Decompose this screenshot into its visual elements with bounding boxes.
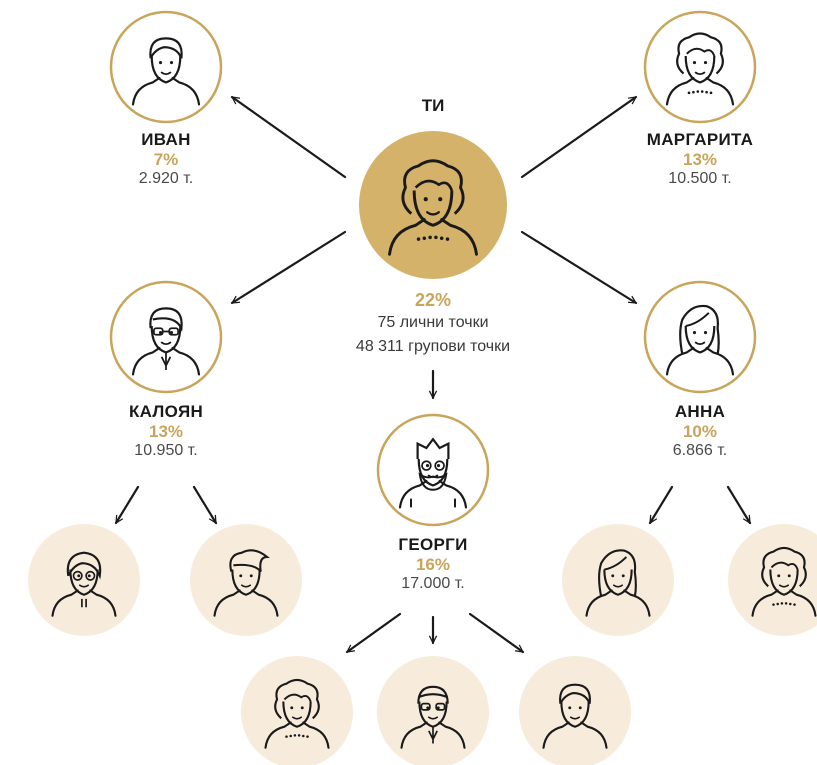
you-stats: 22% 75 лични точки 48 311 групови точки <box>356 290 510 359</box>
arrow-to-margarita <box>520 95 636 179</box>
man-with-glasses-icon <box>131 307 201 376</box>
quiff-man-icon <box>213 549 279 617</box>
member-georgi-label: ГЕОРГИ 16% 17.000 т. <box>398 535 467 593</box>
avatar-ring <box>643 280 757 394</box>
member-points: 6.866 т. <box>672 442 728 459</box>
member-name: МАРГАРИТА <box>646 130 754 149</box>
sub-member-georgi-2 <box>377 656 489 765</box>
member-margarita-label: МАРГАРИТА 13% 10.500 т. <box>647 130 753 188</box>
curly-hair-woman-icon <box>264 678 330 749</box>
curly-hair-woman-icon <box>388 159 478 256</box>
arrow-kaloyan-right <box>192 485 218 523</box>
avatar-circle <box>562 524 674 636</box>
member-name: АННА <box>674 402 726 421</box>
sub-member-anna-2 <box>728 524 817 636</box>
sub-member-georgi-1 <box>241 656 353 765</box>
member-name: КАЛОЯН <box>128 402 204 421</box>
arrow-to-kaloyan <box>232 230 347 305</box>
member-points: 10.950 т. <box>134 442 198 459</box>
arrow-georgi-right <box>468 612 523 654</box>
member-percent: 10% <box>682 422 718 441</box>
man-icon <box>542 683 608 749</box>
avatar-ring <box>643 10 757 124</box>
member-percent: 16% <box>415 555 451 574</box>
curly-hair-woman-icon <box>751 546 817 617</box>
arrow-kaloyan-left <box>114 485 140 523</box>
member-margarita-avatar <box>643 10 757 124</box>
sub-member-anna-1 <box>562 524 674 636</box>
avatar-circle <box>359 131 507 279</box>
avatar-circle <box>28 524 140 636</box>
bearded-man-icon <box>398 437 468 509</box>
member-percent: 13% <box>682 150 718 169</box>
you-group-points: 48 311 групови точки <box>355 338 511 355</box>
member-anna-label: АННА 10% 6.866 т. <box>673 402 727 460</box>
arrow-anna-left <box>648 485 674 523</box>
avatar-circle <box>190 524 302 636</box>
you-name: ТИ <box>421 96 445 115</box>
arrows <box>114 95 752 654</box>
sub-member-georgi-3 <box>519 656 631 765</box>
member-percent: 13% <box>148 422 184 441</box>
long-hair-woman-icon <box>585 549 651 617</box>
avatar-circle <box>241 656 353 765</box>
you-avatar <box>359 131 507 279</box>
man-icon <box>131 37 201 106</box>
avatar-circle <box>519 656 631 765</box>
you-percent: 22% <box>414 290 452 310</box>
member-points: 2.920 т. <box>138 170 194 187</box>
sub-member-kaloyan-1 <box>28 524 140 636</box>
nodes <box>28 10 817 765</box>
member-points: 10.500 т. <box>668 170 732 187</box>
member-ivan-label: ИВАН 7% 2.920 т. <box>139 130 193 188</box>
older-woman-with-glasses-icon <box>51 551 117 617</box>
arrow-to-ivan <box>232 95 347 179</box>
avatar-ring <box>109 10 223 124</box>
older-man-with-glasses-icon <box>400 685 466 749</box>
you-personal-points: 75 лични точки <box>377 314 489 331</box>
arrow-georgi-left <box>347 612 402 654</box>
avatar-ring <box>109 280 223 394</box>
member-points: 17.000 т. <box>401 575 465 592</box>
member-georgi-avatar <box>376 413 490 527</box>
member-name: ГЕОРГИ <box>398 535 468 554</box>
sub-member-kaloyan-2 <box>190 524 302 636</box>
member-kaloyan-label: КАЛОЯН 13% 10.950 т. <box>129 402 203 460</box>
arrow-to-anna <box>520 230 636 305</box>
arrow-anna-right <box>726 485 752 523</box>
member-kaloyan-avatar <box>109 280 223 394</box>
avatar-circle <box>377 656 489 765</box>
member-percent: 7% <box>153 150 179 169</box>
curly-hair-woman-icon <box>665 32 735 106</box>
member-anna-avatar <box>643 280 757 394</box>
member-ivan-avatar <box>109 10 223 124</box>
member-name: ИВАН <box>141 130 191 149</box>
avatar-ring <box>376 413 490 527</box>
long-hair-woman-icon <box>665 304 735 376</box>
